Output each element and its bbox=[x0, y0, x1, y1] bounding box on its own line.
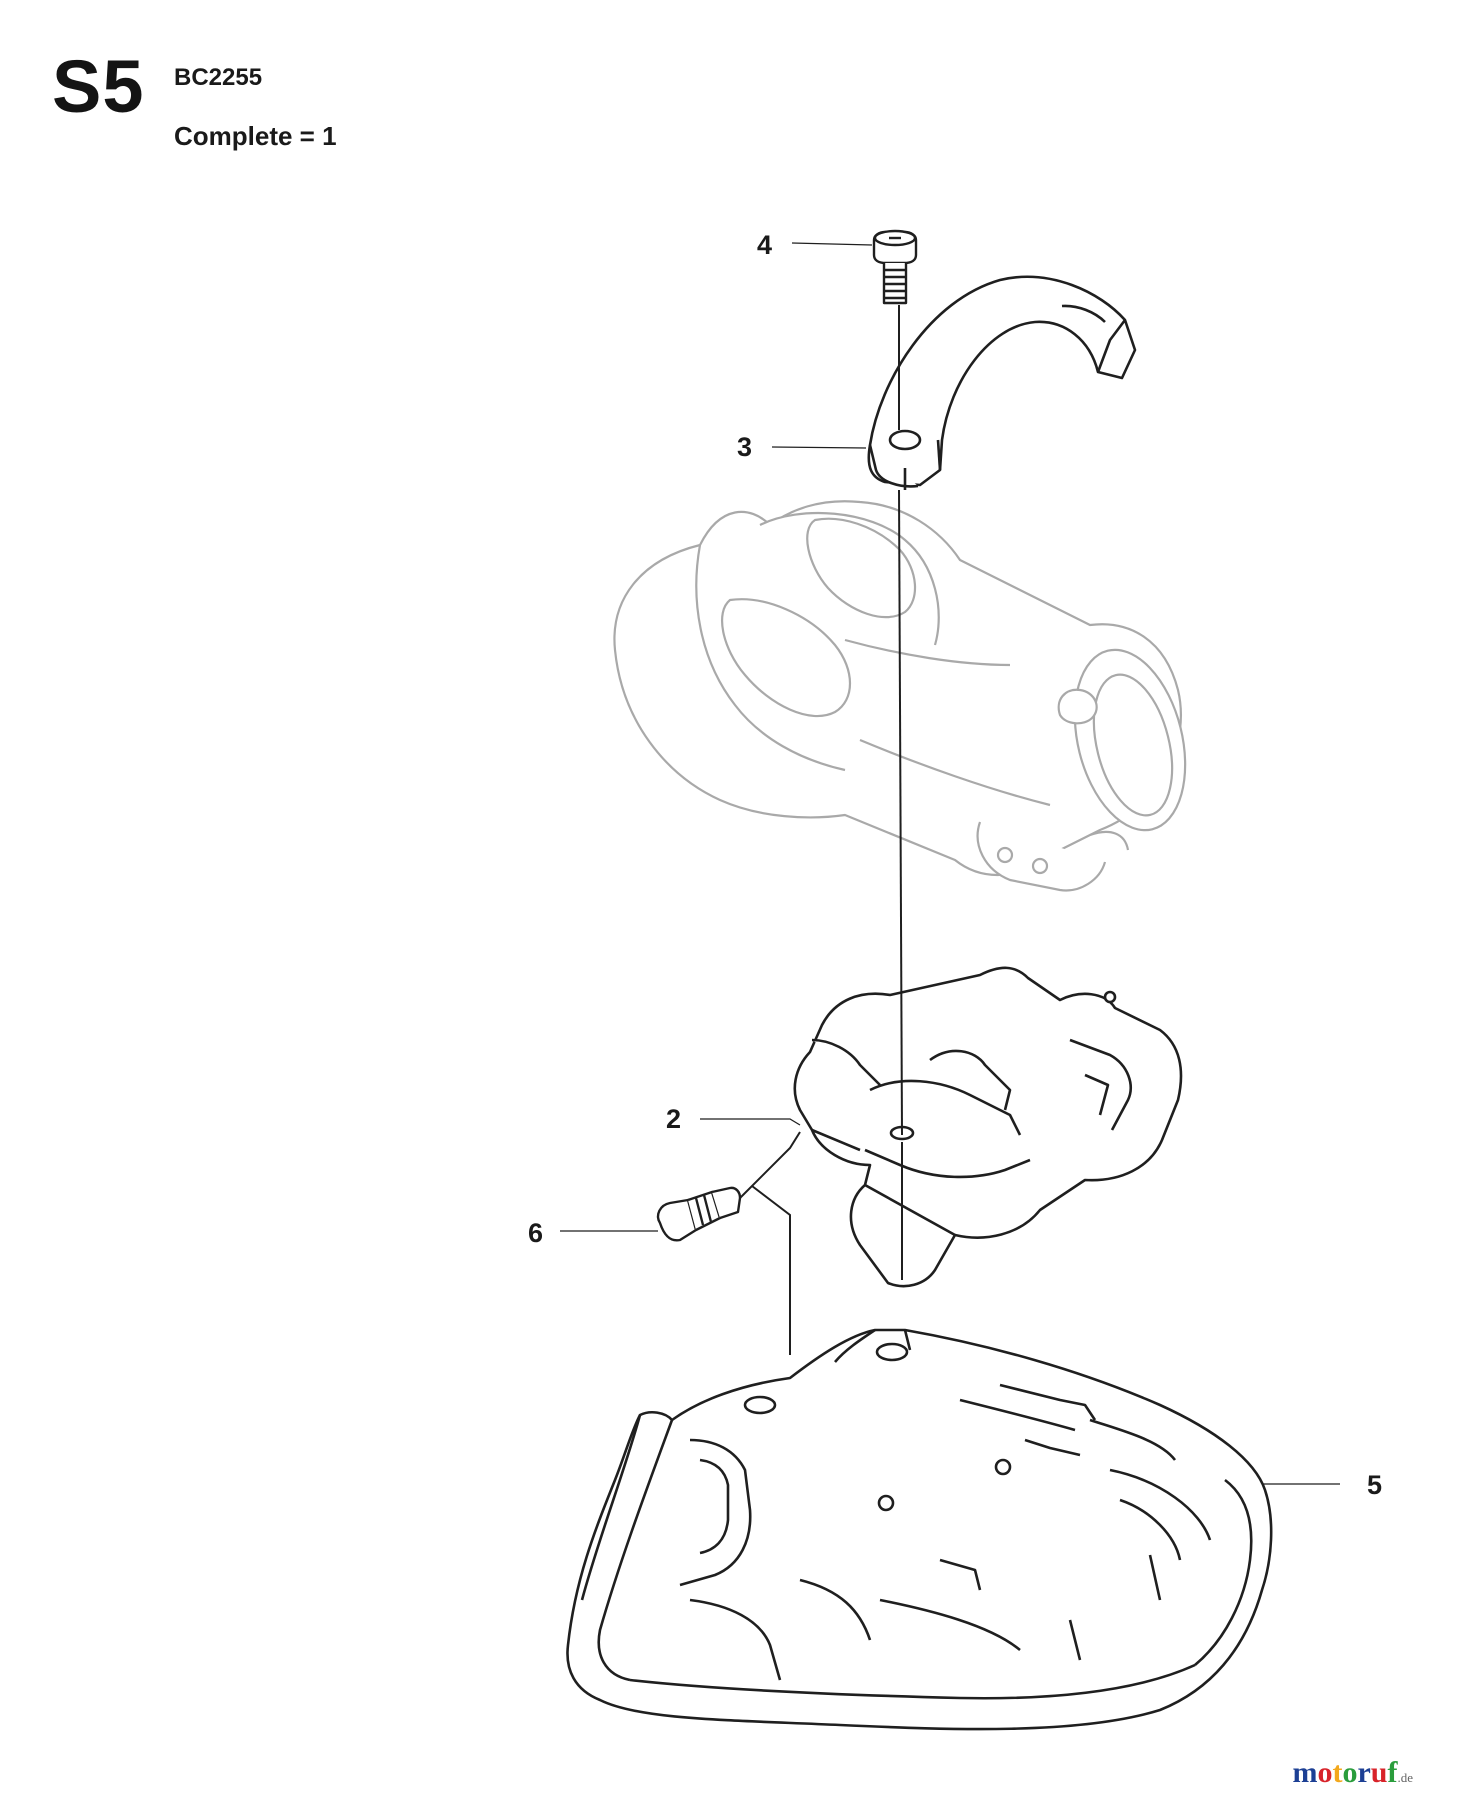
complete-quantity-label: Complete = 1 bbox=[174, 121, 337, 151]
watermark-suffix: .de bbox=[1397, 1770, 1413, 1785]
guard-bracket bbox=[793, 966, 1183, 1288]
watermark-letter: o bbox=[1342, 1756, 1358, 1789]
clamp bbox=[867, 275, 1137, 490]
watermark-letter: u bbox=[1370, 1756, 1388, 1789]
screw-top bbox=[872, 229, 918, 305]
callout-3: 3 bbox=[737, 432, 752, 462]
callout-numbers: 4 3 2 6 5 bbox=[528, 230, 1382, 1500]
watermark-letter: r bbox=[1357, 1756, 1371, 1789]
assembly-guide-lines bbox=[739, 305, 903, 1355]
watermark-letter: m bbox=[1292, 1756, 1318, 1789]
model-label: BC2255 bbox=[174, 64, 263, 91]
section-code: S5 bbox=[52, 45, 145, 128]
callout-2: 2 bbox=[666, 1104, 681, 1134]
watermark-letter: o bbox=[1317, 1756, 1333, 1789]
callout-4: 4 bbox=[757, 230, 772, 260]
callout-6: 6 bbox=[528, 1218, 543, 1248]
screw-side bbox=[656, 1186, 742, 1242]
watermark-logo: motoruf.de bbox=[1292, 1756, 1413, 1790]
guard bbox=[566, 1328, 1273, 1731]
callout-5: 5 bbox=[1367, 1470, 1382, 1500]
watermark-letter: f bbox=[1387, 1756, 1398, 1789]
watermark-letter: t bbox=[1332, 1756, 1343, 1789]
gear-housing bbox=[613, 500, 1187, 892]
leader-lines bbox=[560, 242, 1340, 1485]
